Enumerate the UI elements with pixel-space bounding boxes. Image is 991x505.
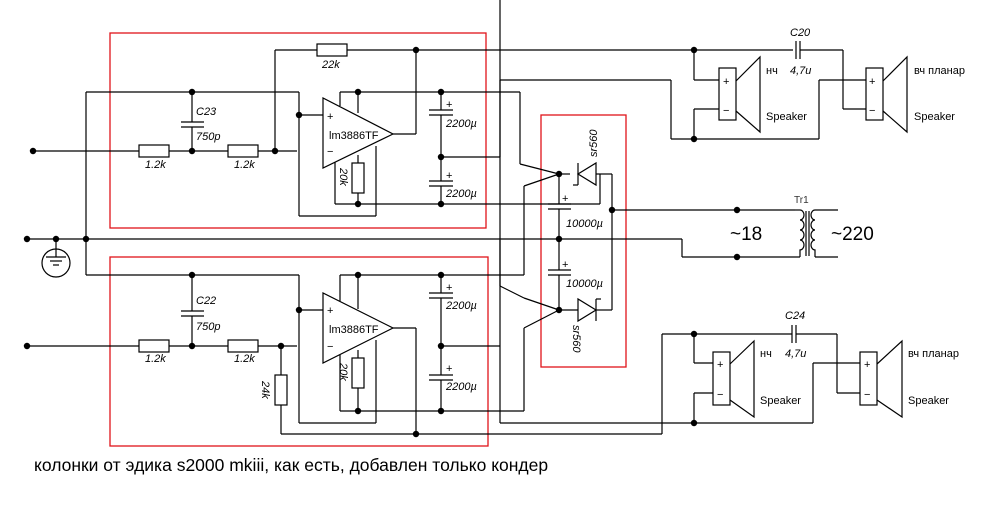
svg-text:+: + [446, 99, 452, 111]
svg-text:+: + [327, 111, 333, 123]
top-input-resistor-2 [227, 144, 259, 158]
bottom-ground-resistor [274, 374, 288, 406]
svg-text:Speaker: Speaker [766, 111, 807, 123]
bottom-input-resistor-1 [138, 339, 170, 353]
svg-text:sr560: sr560 [588, 129, 600, 157]
svg-text:+: + [327, 305, 333, 317]
svg-text:sr560: sr560 [570, 325, 582, 353]
svg-text:C22: C22 [196, 295, 216, 307]
svg-text:+: + [864, 359, 870, 371]
svg-text:lm3886TF: lm3886TF [329, 324, 379, 336]
svg-text:24k: 24k [259, 380, 271, 399]
svg-text:1.2k: 1.2k [145, 159, 166, 171]
power-supply-block-outline [540, 114, 627, 368]
bottom-amp-block-outline [109, 256, 489, 447]
svg-text:750p: 750p [196, 131, 220, 143]
svg-text:20k: 20k [337, 167, 349, 186]
svg-text:4,7u: 4,7u [790, 65, 811, 77]
ground-bus [23, 92, 800, 275]
svg-text:+: + [869, 76, 875, 88]
top-filter-capacitor [181, 92, 204, 151]
svg-text:−: − [864, 389, 870, 401]
svg-text:нч: нч [760, 348, 772, 360]
top-input-resistor-1 [138, 144, 170, 158]
top-rectifier-diode [573, 161, 597, 187]
svg-text:нч: нч [766, 65, 778, 77]
svg-text:+: + [562, 259, 568, 271]
svg-text:−: − [723, 105, 729, 117]
svg-text:20k: 20k [337, 362, 349, 381]
top-speaker-network [416, 41, 866, 143]
svg-text:C24: C24 [785, 310, 805, 322]
svg-text:750p: 750p [196, 321, 220, 333]
bottom-supply-capacitors [429, 271, 453, 415]
svg-text:+: + [446, 363, 452, 375]
svg-text:Speaker: Speaker [914, 111, 955, 123]
svg-text:4,7u: 4,7u [785, 348, 806, 360]
svg-text:1.2k: 1.2k [145, 353, 166, 365]
bottom-speaker-network [661, 325, 860, 434]
svg-text:+: + [562, 193, 568, 205]
power-supply: sr560 + 10000µ + 10000µ sr560 [548, 129, 795, 353]
bottom-amp-chip [322, 292, 395, 364]
transformer [795, 209, 838, 258]
top-mute-resistor [351, 162, 365, 194]
svg-text:C20: C20 [790, 27, 811, 39]
bottom-filter-capacitor [181, 275, 204, 346]
svg-text:~220: ~220 [831, 224, 874, 245]
svg-text:2200µ: 2200µ [445, 381, 477, 393]
svg-text:−: − [717, 389, 723, 401]
bottom-channel: 1.2k 1.2k C22 750p 24k lm3886TF [23, 0, 813, 438]
svg-text:C23: C23 [196, 106, 217, 118]
svg-text:Speaker: Speaker [760, 395, 801, 407]
bottom-mute-resistor [351, 357, 365, 389]
svg-text:вч планар: вч планар [914, 65, 965, 77]
svg-text:+: + [446, 282, 452, 294]
supply-wiring [499, 92, 601, 411]
top-amp-block-outline [109, 32, 487, 229]
bottom-input-resistor-2 [227, 339, 259, 353]
schematic-caption: колонки от эдика s2000 mkiii, как есть, … [34, 455, 549, 475]
svg-text:Speaker: Speaker [908, 395, 949, 407]
top-amp-chip [322, 97, 395, 169]
svg-text:+: + [717, 359, 723, 371]
bottom-woofer-speaker-icon [712, 339, 755, 419]
top-feedback-resistor [316, 43, 348, 57]
svg-text:2200µ: 2200µ [445, 118, 477, 130]
svg-text:1.2k: 1.2k [234, 159, 255, 171]
svg-text:22k: 22k [321, 59, 340, 71]
svg-text:10000µ: 10000µ [566, 278, 603, 290]
top-channel: 1.2k 1.2k C23 750p 22k lm3886TF [29, 43, 671, 217]
svg-text:−: − [869, 105, 875, 117]
svg-text:Tr1: Tr1 [794, 195, 809, 206]
ground-icon [41, 239, 71, 278]
top-supply-capacitors [429, 88, 453, 208]
svg-text:+: + [446, 170, 452, 182]
svg-text:−: − [327, 341, 333, 353]
svg-text:+: + [723, 76, 729, 88]
svg-text:вч планар: вч планар [908, 348, 959, 360]
svg-text:~18: ~18 [730, 224, 762, 245]
top-woofer-speaker-icon [718, 55, 761, 134]
bottom-tweeter-speaker-icon [859, 339, 903, 419]
svg-text:10000µ: 10000µ [566, 218, 603, 230]
svg-text:1.2k: 1.2k [234, 353, 255, 365]
svg-text:2200µ: 2200µ [445, 188, 477, 200]
svg-text:−: − [327, 146, 333, 158]
svg-text:lm3886TF: lm3886TF [329, 130, 379, 142]
svg-text:2200µ: 2200µ [445, 300, 477, 312]
top-tweeter-speaker-icon [865, 55, 908, 134]
